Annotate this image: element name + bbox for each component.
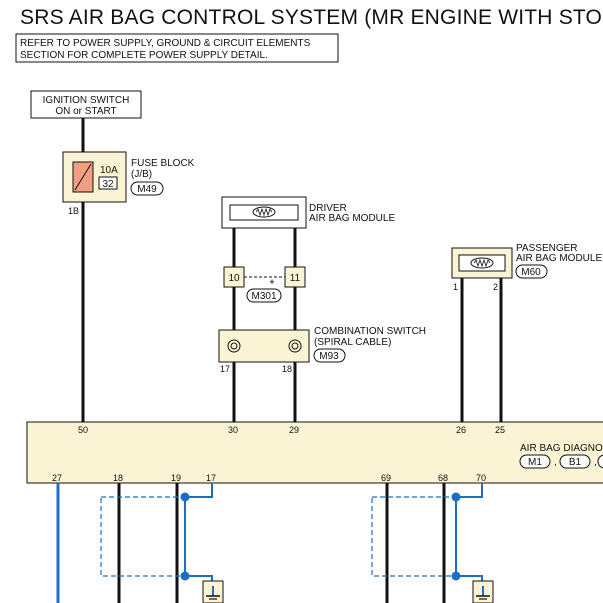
driver-connector-mark: * [270,277,275,291]
fuse-terminal: 1B [68,206,79,216]
ignition-switch-box: IGNITION SWITCH ON or START [30,90,142,119]
connector-badge [597,454,603,469]
separator: , [554,457,557,468]
connector-badge [519,454,551,469]
ground-icon [202,580,224,603]
unit-top-pin: 30 [228,425,238,435]
combination-switch: COMBINATION SWITCH (SPIRAL CABLE) M93 17… [218,326,426,374]
unit-bottom-pin: 70 [476,473,486,483]
spiral-icon [227,339,241,353]
fuse-block: 10A 32 FUSE BLOCK (J/B) M49 1B [62,151,195,216]
passenger-label-2: AIR BAG MODULE [516,253,602,264]
unit-top-pin: 29 [289,425,299,435]
passenger-connector: M60 [521,267,541,278]
unit-bottom-pin: 69 [381,473,391,483]
ignition-line-1: IGNITION SWITCH [43,95,130,106]
connector-badge [515,264,548,279]
unit-connector: M1 [528,457,542,468]
driver-label-2: AIR BAG MODULE [309,213,395,224]
driver-label-1: DRIVER [309,203,347,214]
junction-dot [451,492,461,502]
combination-pin-left: 17 [220,364,230,374]
note-line-1: REFER TO POWER SUPPLY, GROUND & CIRCUIT … [20,38,311,49]
unit-bottom-pin: 27 [52,473,62,483]
power-wires [81,118,503,603]
combination-pin-right: 18 [282,364,292,374]
spiral-icon [288,339,302,353]
unit-bottom-pin: 68 [438,473,448,483]
fuse-block-label: FUSE BLOCK [131,158,195,169]
connector-badge [313,348,346,363]
unit-top-pin: 26 [456,425,466,435]
shield-wires [56,483,483,603]
airbag-diagnosis-unit: 50 30 29 26 25 AIR BAG DIAGNO M1 , B1 , … [26,421,603,484]
ignition-line-2: ON or START [55,106,116,117]
page-title: SRS AIR BAG CONTROL SYSTEM (MR ENGINE WI… [20,6,603,29]
driver-connector: M301 [251,291,276,302]
reference-note: REFER TO POWER SUPPLY, GROUND & CIRCUIT … [15,33,339,63]
unit-bottom-pin: 19 [171,473,181,483]
driver-pin-right: 11 [290,273,301,284]
ground-icon [472,580,494,603]
junction-dot [180,492,190,502]
connector-badge [559,454,591,469]
unit-top-pin: 25 [495,425,505,435]
fuse-number: 32 [102,179,114,190]
separator: , [594,457,597,468]
passenger-pin-right: 2 [493,282,498,292]
passenger-airbag-module: PASSENGER AIR BAG MODULE M60 1 2 [451,243,602,292]
fuse-amperage: 10A [100,165,118,176]
combination-label-2: (SPIRAL CABLE) [314,337,391,348]
combination-label-1: COMBINATION SWITCH [314,326,426,337]
unit-label: AIR BAG DIAGNO [520,443,603,454]
driver-airbag-module: DRIVER AIR BAG MODULE 10 11 * M301 [221,196,395,303]
combination-connector: M93 [319,351,339,362]
fuse-connector: M49 [137,184,157,195]
unit-connector: B1 [569,457,582,468]
unit-bottom-pin: 18 [113,473,123,483]
passenger-label-1: PASSENGER [516,243,578,254]
junction-dot [451,571,461,581]
unit-top-pin: 50 [78,425,88,435]
connector-badge [130,181,164,196]
note-line-2: SECTION FOR COMPLETE POWER SUPPLY DETAIL… [20,50,268,61]
unit-bottom-pin: 17 [206,473,216,483]
passenger-pin-left: 1 [453,282,458,292]
fuse-block-jb-label: (J/B) [131,169,152,180]
shield-junctions [180,492,461,581]
driver-pin-left: 10 [228,273,240,284]
junction-dot [180,571,190,581]
connector-badge [246,288,282,303]
